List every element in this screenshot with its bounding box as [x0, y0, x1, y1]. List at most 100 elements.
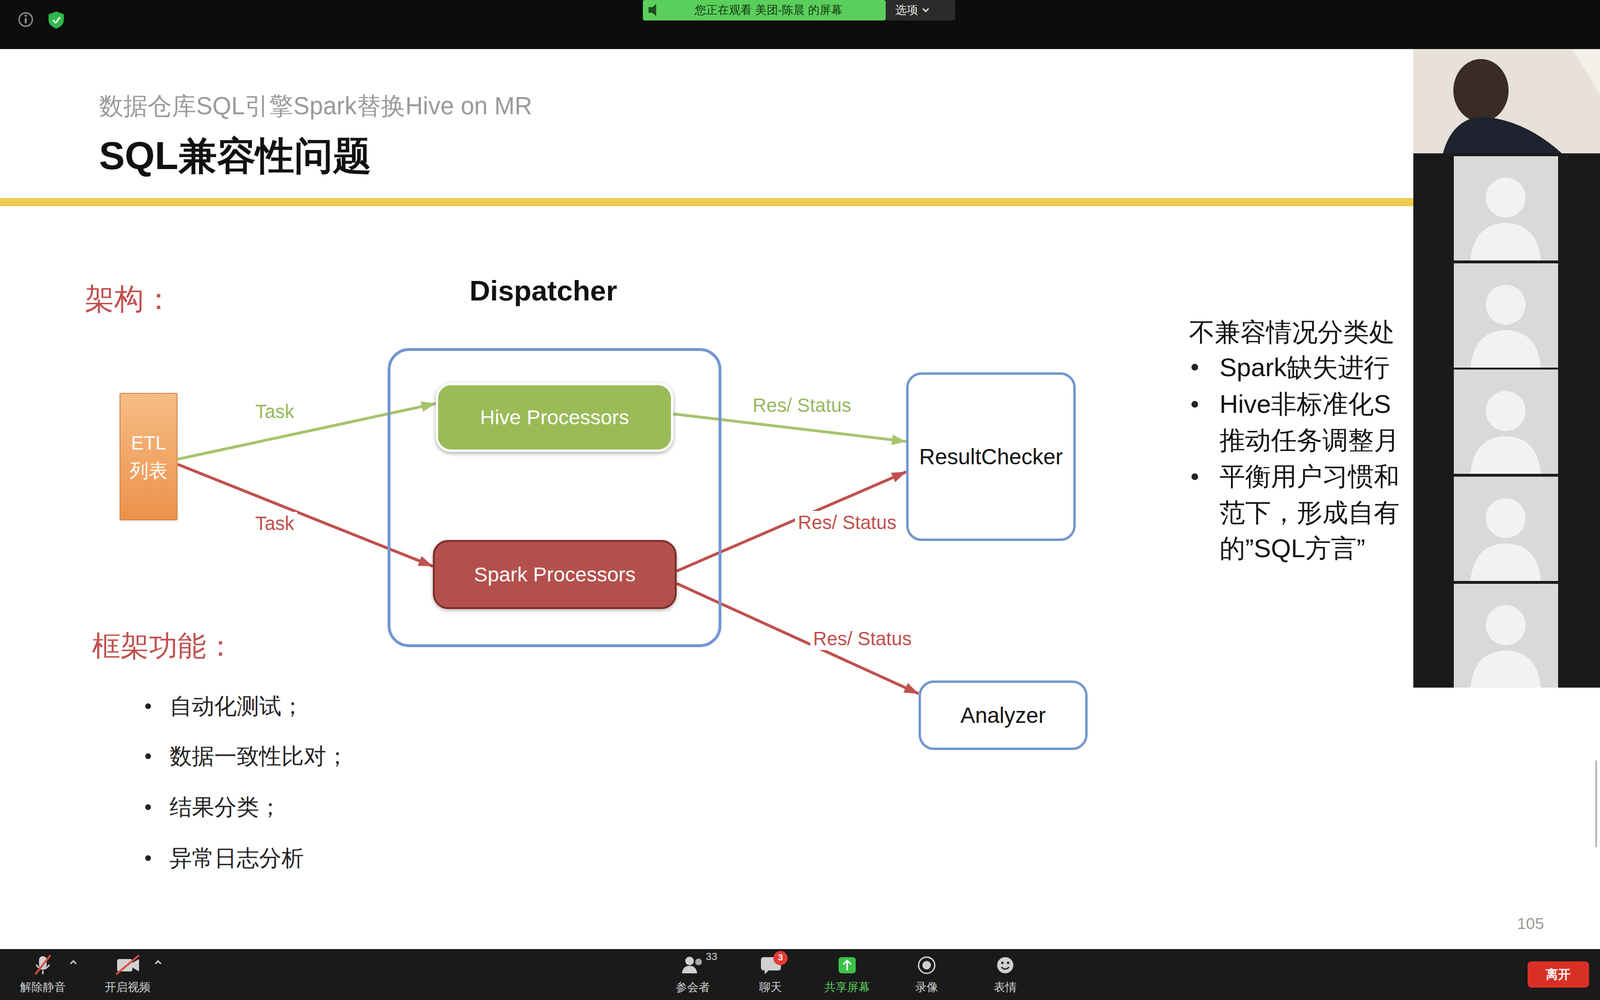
chevron [155, 960, 161, 964]
node-text: Spark Processors [473, 559, 636, 590]
edge-label: Task [252, 400, 298, 423]
chevron [70, 960, 77, 964]
toolbar-label: 解除静音 [20, 980, 66, 995]
info-icon-bar [24, 18, 27, 24]
presenter-head [1453, 59, 1509, 122]
bullet-dot [145, 804, 151, 810]
info-icon-dot [24, 14, 28, 18]
node-text: ResultChecker [919, 440, 1063, 473]
leave-button [1527, 961, 1590, 988]
title-rule [0, 198, 1414, 207]
mute-slash [35, 955, 51, 975]
avatar-ground [1453, 156, 1559, 261]
video-slash [116, 955, 140, 975]
avatar-ground [1453, 476, 1559, 581]
note-bullet: Hive非标准化S 推动任务调整月 [1219, 386, 1410, 459]
toolbar-label: 录像 [915, 980, 939, 995]
info-icon [19, 12, 33, 27]
banner-text: 您正在观看 美团-陈晨 的屏幕 [694, 3, 842, 18]
scrollbar [1595, 760, 1598, 848]
component-box: Analyzer [918, 680, 1088, 750]
avatar-head [1485, 605, 1526, 646]
node-text: Analyzer [960, 699, 1046, 732]
page-number: 105 [1517, 913, 1545, 934]
top-bar [0, 0, 1600, 50]
node-text: ETL 列表 [120, 429, 177, 485]
record-dot [922, 960, 931, 970]
badge-count: 3 [778, 952, 783, 964]
flow-arrow [177, 403, 436, 460]
component-box: ResultChecker [906, 372, 1076, 541]
section-heading: 框架功能： [91, 629, 235, 664]
bullet-text: 异常日志分析 [169, 844, 304, 872]
participant-tile [1413, 156, 1600, 261]
shield-check [52, 17, 60, 23]
avatar-body [1470, 436, 1541, 474]
participant-panel [1413, 49, 1600, 688]
people-icon [685, 956, 694, 966]
flow-arrow [673, 413, 907, 442]
bullet-dot [1191, 473, 1199, 480]
record-icon [918, 957, 935, 974]
bullet-dot [1191, 363, 1199, 371]
toolbar-label: 共享屏幕 [824, 980, 870, 995]
edge-label: Task [252, 511, 298, 535]
camera-icon [117, 959, 133, 972]
section-heading: 架构： [84, 281, 174, 317]
flow-arrow [177, 464, 433, 567]
participant-tile [1413, 263, 1600, 368]
bullet-text: 结果分类； [169, 793, 282, 821]
process-box: Hive Processors [435, 382, 674, 452]
emoji-eye [1007, 961, 1010, 965]
note-heading: 不兼容情况分类处 [1189, 316, 1395, 348]
options-text: 选项 [895, 3, 919, 18]
share-icon [838, 957, 856, 974]
leave-label: 离开 [1545, 967, 1571, 982]
note-bullet: Spark缺失进行 [1219, 351, 1390, 383]
toolbar [0, 949, 1600, 1000]
options-button [885, 0, 956, 21]
note-bullet: 平衡用户习惯和 范下，形成自有 的”SQL方言” [1219, 458, 1413, 567]
avatar-ground [1453, 263, 1559, 368]
people-icon-body [681, 965, 698, 974]
edge-label: Res/ Status [795, 510, 900, 534]
participant-tile [1413, 369, 1600, 474]
flow-arrow [676, 583, 919, 694]
avatar-head [1485, 390, 1526, 431]
node-text: Hive Processors [480, 402, 630, 432]
share-banner [642, 0, 886, 21]
avatar-body [1470, 650, 1541, 688]
presenter-video [1413, 49, 1600, 154]
bullet-dot [145, 703, 151, 710]
flow-arrow [676, 471, 907, 571]
list-box: ETL 列表 [119, 392, 178, 521]
emoji-mouth [1001, 967, 1010, 970]
group-box: DispatcherHive ProcessorsSpark Processor… [387, 348, 722, 648]
bullet-dot [1191, 400, 1199, 408]
toolbar-label: 表情 [993, 980, 1017, 995]
toolbar-label: 聊天 [759, 980, 782, 995]
avatar-body [1470, 330, 1541, 368]
presenter-body [1442, 116, 1562, 154]
shield-icon [48, 11, 64, 29]
bullet-dot [145, 753, 151, 760]
people-icon-2 [695, 958, 702, 966]
participant-count: 33 [705, 950, 718, 963]
slide-title: SQL兼容性问题 [99, 132, 372, 180]
edge-label: Res/ Status [810, 627, 915, 650]
chevron [922, 8, 929, 12]
chat-badge [773, 950, 788, 966]
process-box: Spark Processors [432, 540, 677, 610]
avatar-body [1470, 543, 1541, 581]
group-heading: Dispatcher [469, 274, 618, 308]
emoji-eye [1001, 961, 1004, 965]
speaker-icon [648, 3, 657, 17]
avatar-head [1485, 177, 1526, 218]
slide-background [0, 49, 1600, 950]
avatar-head [1485, 284, 1526, 325]
video-background [1571, 49, 1600, 96]
bullet-text: 自动化测试； [169, 692, 304, 720]
toolbar-label: 开启视频 [104, 980, 151, 995]
avatar-body [1470, 222, 1541, 261]
